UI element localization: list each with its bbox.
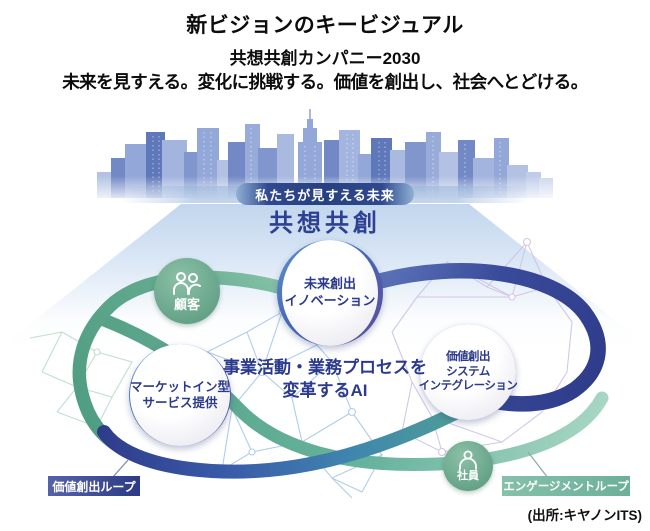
page-subtitle: 共想共創カンパニー2030: [229, 49, 421, 68]
value-loop-connector-line: [111, 459, 129, 479]
value-si-line1: 価値創出: [446, 350, 491, 363]
ai-text-line1: 事業活動・業務プロセスを: [223, 358, 427, 377]
employee-label: 社員: [457, 470, 479, 482]
future-innovation-node: 未来創出 イノベーション: [277, 240, 383, 346]
ai-text-line2: 変革するAI: [282, 380, 368, 400]
value-creation-si-node: 価値創出 システム インテグレーション: [418, 324, 518, 420]
customer-circle: 顧客: [154, 258, 220, 324]
market-in-line2: サービス提供: [142, 396, 218, 410]
value-loop-band-green: [72, 270, 309, 455]
future-innovation-line1: 未来創出: [303, 276, 356, 292]
page-title: 新ビジョンのキービジュアル: [186, 14, 464, 37]
customer-label: 顧客: [173, 297, 200, 312]
employee-circle: 社員: [443, 441, 493, 491]
market-in-line1: マーケットイン型: [130, 380, 231, 394]
customers-icon: [173, 272, 201, 295]
market-in-service-node: マーケットイン型 サービス提供: [129, 344, 231, 446]
future-innovation-line2: イノベーション: [284, 293, 376, 308]
engagement-loop-label: エンゲージメントループ: [502, 476, 630, 496]
source-credit: (出所:キヤノンITS): [527, 508, 642, 523]
value-loop-label: 価値創出ループ: [48, 476, 140, 496]
value-si-line2: システム: [446, 365, 490, 378]
future-banner: 私たちが見すえる未来: [236, 183, 414, 205]
employee-icon: [459, 450, 477, 470]
value-si-line3: インテグレーション: [418, 380, 518, 393]
engagement-loop-band-navy: [372, 263, 606, 412]
engagement-loop-connector-line: [527, 451, 549, 479]
ai-transformation-text: 事業活動・業務プロセスを 変革するAI: [210, 357, 440, 403]
vision-keyword: 共想共創: [269, 210, 381, 237]
vision-tagline: 未来を見すえる。変化に挑戦する。価値を創出し、社会へとどける。: [62, 72, 588, 92]
